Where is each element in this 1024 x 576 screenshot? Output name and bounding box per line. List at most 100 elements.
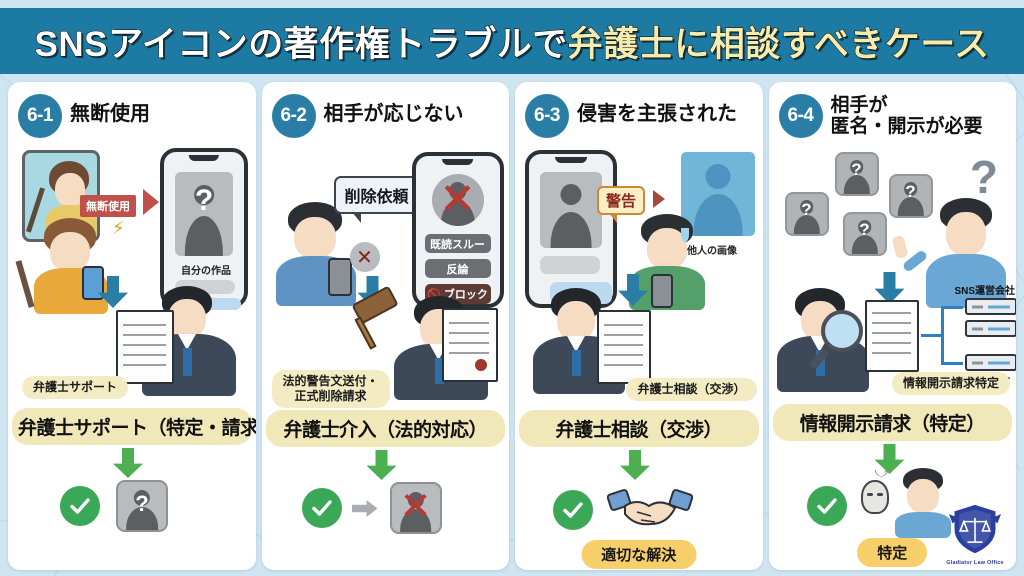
- outcome-pill: 適切な解決: [581, 540, 697, 569]
- logo-caption: Gladiator Law Office: [946, 560, 1004, 566]
- identified-person: [893, 468, 955, 538]
- check-circle-icon: [301, 488, 342, 528]
- red-x-icon: ✕: [439, 175, 476, 224]
- panel-number-badge: 6-1: [18, 94, 62, 138]
- option-read-ignored: 既読スルー: [424, 234, 491, 253]
- scene-illustration: 削除依頼 ✕ ✕ 既読スルー 反論 🚫 ブロック: [262, 138, 510, 308]
- disclosure-small-label: 情報開示請求特定: [891, 372, 1010, 395]
- removed-avatar: ✕: [389, 482, 442, 534]
- document-icon: [597, 310, 651, 384]
- result-banner: 弁護士サポート（特定・請求）: [12, 408, 256, 445]
- green-down-arrow: [113, 448, 143, 478]
- necktie-icon: [183, 348, 192, 376]
- red-x-icon: ✕: [399, 486, 432, 528]
- page-title-highlight: 弁護士に相談すべきケース: [567, 24, 990, 64]
- connection-line: [920, 334, 943, 337]
- server-icon: [964, 320, 1016, 337]
- panel-heading: 6-2 相手が応じない: [262, 82, 510, 138]
- anger-mark-icon: ⚡: [112, 218, 125, 238]
- others-image: [681, 152, 755, 236]
- anonymous-avatar: ?: [842, 212, 887, 256]
- result-banner: 情報開示請求（特定）: [772, 404, 1012, 441]
- phone-caption: 自分の作品: [181, 266, 231, 277]
- panel-title: 相手が応じない: [323, 103, 464, 125]
- necktie-icon: [572, 350, 581, 376]
- unauthorized-use-label: 無断使用: [80, 195, 136, 217]
- legal-notice-small-label: 法的警告文送付・ 正式削除請求: [271, 370, 390, 408]
- outcome-pill: 特定: [857, 538, 928, 567]
- scene-illustration: 警告 他人の画像: [515, 138, 763, 310]
- phone-mockup: ? 自分の作品: [160, 148, 248, 310]
- panel-number-badge: 6-2: [271, 94, 316, 138]
- header-banner: SNSアイコンの著作権トラブルで弁護士に相談すべきケース: [0, 8, 1024, 74]
- phone-mockup: [525, 150, 617, 308]
- green-down-arrow: [366, 450, 397, 480]
- panel-title: 無断使用: [70, 103, 150, 125]
- mask-icon: [860, 480, 889, 514]
- held-phone-icon: [327, 258, 352, 296]
- sns-company-label: SNS運営会社: [954, 286, 1016, 297]
- artist-person: [15, 216, 120, 314]
- shield-icon: [948, 504, 1002, 554]
- check-circle-icon: [553, 490, 593, 530]
- result-banner: 弁護士介入（法的対応）: [265, 410, 505, 447]
- panel-heading: 6-1 無断使用: [8, 82, 256, 138]
- red-arrow-icon: [143, 189, 159, 215]
- panel-6-2[interactable]: 6-2 相手が応じない 削除依頼 ✕ ✕ 既読スルー: [261, 82, 510, 570]
- deletion-request-bubble: 削除依頼: [333, 176, 420, 223]
- panel-number-badge: 6-4: [778, 94, 823, 138]
- others-image-caption: 他人の画像: [687, 246, 737, 257]
- warning-badge: 警告: [597, 186, 646, 223]
- magnifier-icon: [820, 310, 863, 352]
- scene-illustration: ? ? ? ? ?: [769, 138, 1017, 308]
- result-banner: 弁護士相談（交渉）: [519, 410, 759, 447]
- anonymous-avatar: ?: [888, 174, 933, 218]
- anonymous-avatar: ?: [784, 192, 829, 236]
- consult-small-label: 弁護士相談（交渉）: [626, 378, 757, 401]
- gray-right-arrow: [351, 500, 378, 517]
- panel-number-badge: 6-3: [525, 94, 569, 138]
- server-icon: [964, 354, 1016, 371]
- option-rebuttal: 反論: [424, 259, 491, 278]
- panel-6-3[interactable]: 6-3 侵害を主張された 警告 他人の画像: [515, 82, 763, 570]
- accused-avatar: [540, 172, 602, 248]
- handshake-icon: [607, 489, 693, 526]
- red-arrow-icon: [653, 190, 665, 208]
- panel-title: 侵害を主張された: [577, 103, 737, 125]
- documents-icon: [864, 300, 919, 372]
- held-phone-icon: [651, 274, 673, 308]
- law-office-logo: Gladiator Law Office: [942, 503, 1008, 566]
- server-icon: [964, 298, 1016, 315]
- page-title-plain: SNSアイコンの著作権トラブルで: [34, 24, 568, 64]
- anonymous-avatar: ?: [834, 152, 879, 196]
- green-down-arrow: [620, 450, 650, 480]
- rejection-x-icon: ✕: [349, 242, 380, 272]
- page-title: SNSアイコンの著作権トラブルで弁護士に相談すべきケース: [34, 16, 990, 67]
- connection-line: [940, 362, 963, 365]
- necktie-icon: [434, 358, 444, 384]
- check-circle-icon: [60, 486, 100, 526]
- phone-mockup: ✕ 既読スルー 反論 🚫 ブロック: [411, 152, 504, 308]
- connection-line: [940, 306, 944, 364]
- panel-heading: 6-3 侵害を主張された: [515, 82, 763, 138]
- pointing-finger-icon: [891, 234, 909, 260]
- worried-person: [625, 212, 711, 310]
- connection-line: [940, 306, 963, 309]
- reveal-arrow-icon: ⤻: [874, 464, 891, 481]
- official-seal-icon: [474, 359, 487, 371]
- check-circle-icon: [806, 486, 847, 526]
- panel-title: 相手が 匿名・開示が必要: [830, 95, 983, 137]
- requester-person: [272, 200, 370, 306]
- result-avatar: ?: [116, 480, 168, 532]
- chat-bar: [540, 256, 600, 274]
- panel-row: 6-1 無断使用 ⚡ 無断使用: [0, 82, 1024, 570]
- stolen-avatar: ?: [175, 172, 233, 256]
- blocked-avatar: [431, 174, 484, 226]
- document-icon: [116, 310, 174, 384]
- support-small-label: 弁護士サポート: [22, 376, 129, 399]
- panel-6-4[interactable]: 6-4 相手が 匿名・開示が必要 ? ? ? ? ?: [768, 82, 1017, 570]
- panel-heading: 6-4 相手が 匿名・開示が必要: [769, 82, 1017, 138]
- scene-illustration: ⚡ 無断使用 ? 自分の作品: [8, 138, 256, 314]
- document-icon: [441, 308, 498, 382]
- panel-6-1[interactable]: 6-1 無断使用 ⚡ 無断使用: [8, 82, 256, 570]
